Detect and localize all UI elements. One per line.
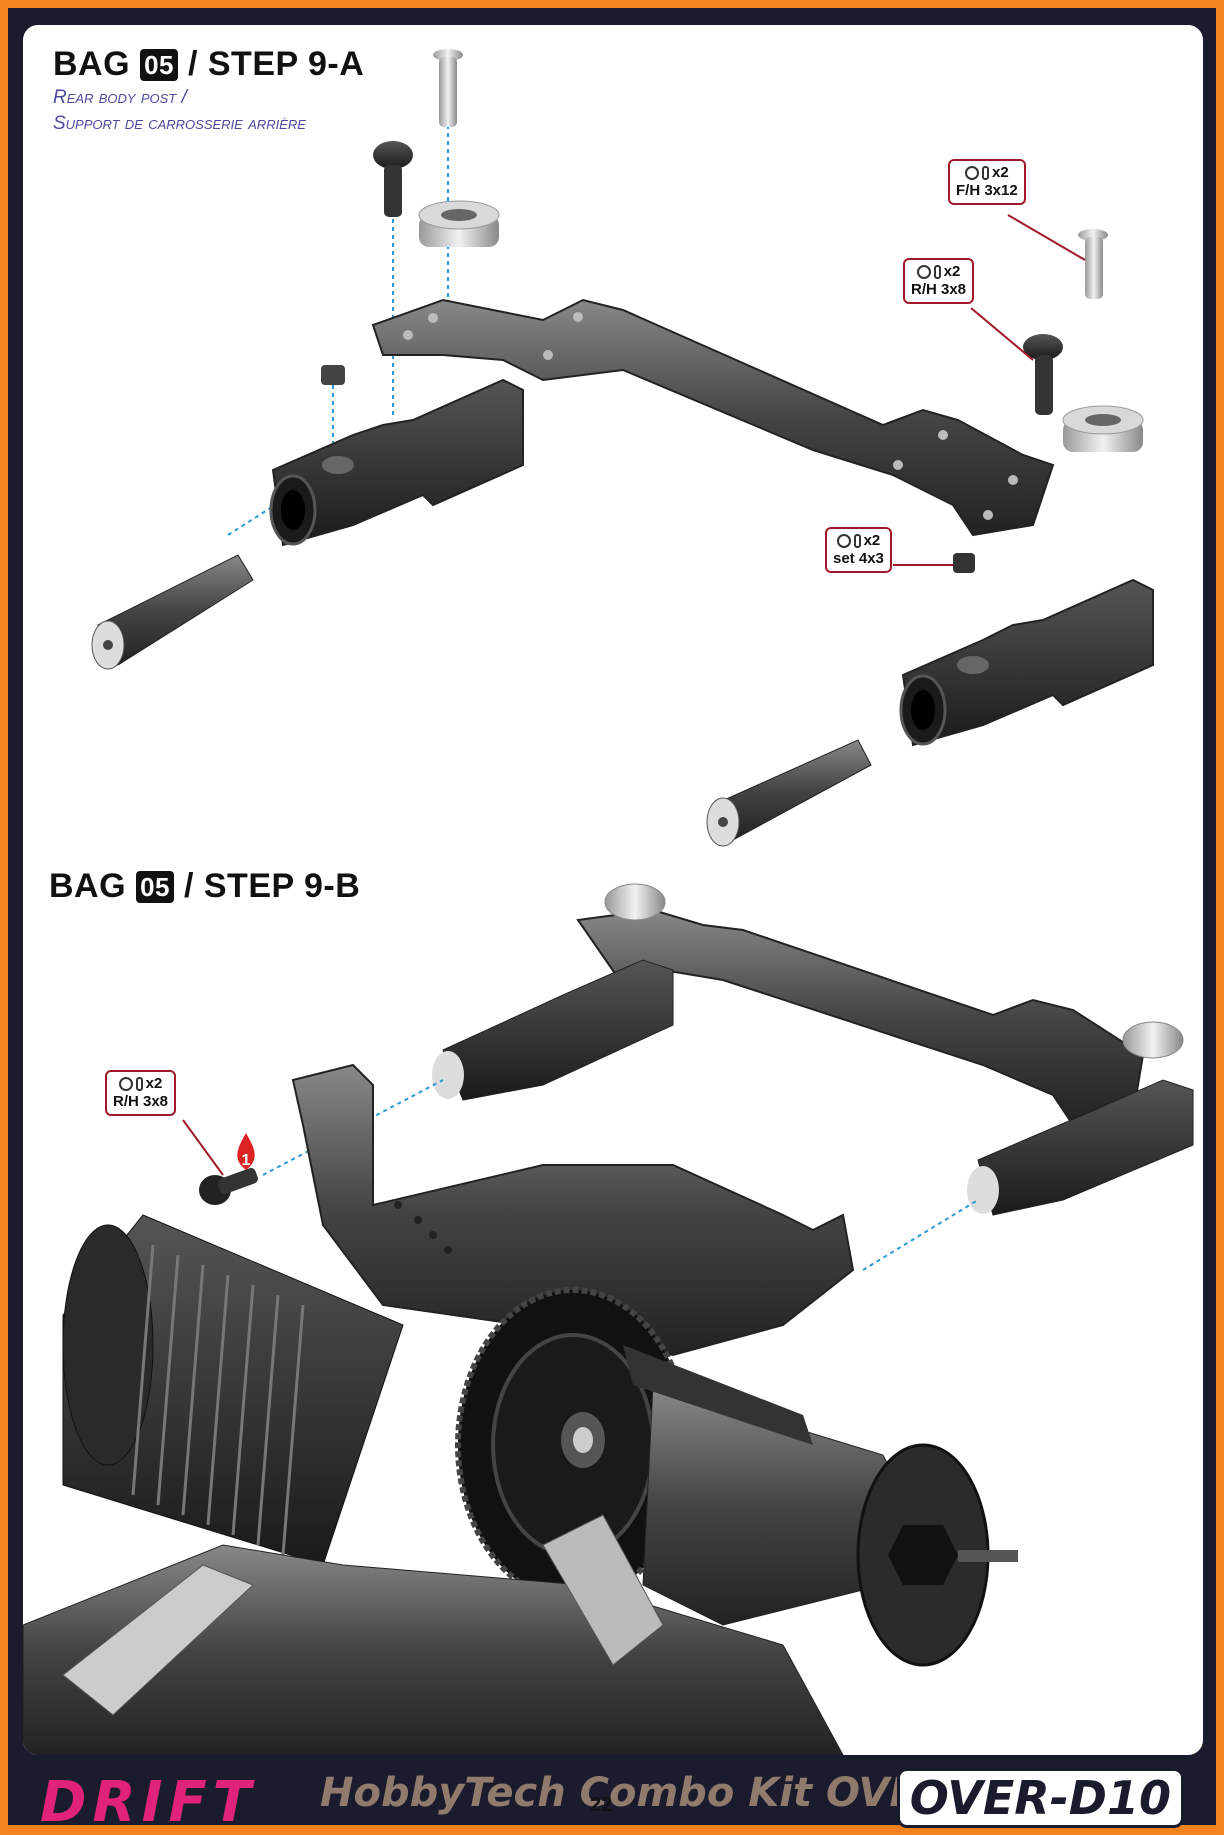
callout-fh-3x12: x2 F/H 3x12 [948, 159, 1026, 205]
flat-head-screw [433, 49, 463, 127]
svg-text:1: 1 [242, 1152, 251, 1169]
washer-icon [965, 166, 979, 180]
callout-rh-3x8: x2 R/H 3x8 [903, 258, 975, 304]
bag-number-badge: 05 [136, 870, 174, 903]
washer-icon [118, 1077, 133, 1091]
callout-rh-3x8: x2 R/H 3x8 [105, 1070, 177, 1116]
drift-logo: DRIFT [40, 1770, 257, 1835]
screw-icon [853, 534, 861, 548]
quantity: x2 [992, 164, 1009, 181]
subtitle-french: Support de carrosserie arrière [53, 113, 306, 134]
washer-icon [836, 534, 851, 548]
screw-icon [135, 1077, 143, 1091]
subtitle-english: Rear body post / [53, 87, 187, 108]
step-9a-parts [91, 49, 1154, 847]
round-head-screw [1023, 334, 1063, 415]
screw-icon [982, 166, 989, 180]
page-number: 22 [590, 1794, 613, 1816]
left-body-post [91, 554, 254, 670]
spacer-ring [418, 200, 500, 247]
step-label: / STEP 9-B [183, 867, 361, 905]
round-head-screw [373, 141, 413, 217]
set-screw [321, 365, 345, 385]
step-9a-title: BAG 05 / STEP 9-A [53, 45, 364, 84]
bag-number-badge: 05 [140, 48, 178, 81]
right-post-mount [977, 1079, 1194, 1216]
bag-label: BAG [53, 45, 131, 83]
right-body-post [706, 739, 872, 847]
step-9b-parts: 1 [23, 883, 1194, 1755]
left-post-mount [442, 959, 674, 1101]
instruction-sheet: BAG 05 / STEP 9-A Rear body post / Suppo… [20, 22, 1206, 1758]
bag-label: BAG [49, 867, 127, 905]
electric-motor [62, 1214, 404, 1566]
part-size: set 4x3 [833, 550, 884, 567]
quantity: x2 [863, 532, 881, 549]
step-9a-subtitle: Rear body post / Support de carrosserie … [53, 85, 306, 137]
part-size: R/H 3x8 [911, 281, 967, 298]
over-d10-logo: OVER-D10 [896, 1768, 1184, 1828]
chassis-rear-tower [291, 1063, 855, 1357]
step-marker: 1 [237, 1133, 255, 1170]
left-post-mount [269, 378, 524, 547]
step-label: / STEP 9-A [187, 45, 365, 83]
page-footer: DRIFT HobbyTech Combo Kit OVER-D10 1/10 … [0, 1760, 1224, 1835]
quantity: x2 [943, 263, 961, 280]
round-head-screw [199, 1168, 258, 1205]
quantity: x2 [145, 1075, 163, 1092]
spacer-ring [1062, 405, 1144, 452]
callout-set-4x3: x2 set 4x3 [825, 527, 892, 573]
part-size: R/H 3x8 [113, 1093, 169, 1110]
set-screw [953, 553, 975, 573]
screw-icon [933, 265, 941, 279]
rear-suspension [623, 1345, 1018, 1667]
part-size: F/H 3x12 [956, 182, 1018, 199]
right-post-mount [899, 578, 1154, 747]
body-post-plate [371, 298, 1055, 537]
assembly-illustration: 1 [23, 49, 1194, 1755]
flat-head-screw [1078, 229, 1108, 299]
assembled-body-post-plate [576, 908, 1145, 1127]
chassis-lower [23, 1514, 844, 1755]
washer-icon [916, 265, 931, 279]
step-9b-title: BAG 05 / STEP 9-B [49, 867, 360, 906]
